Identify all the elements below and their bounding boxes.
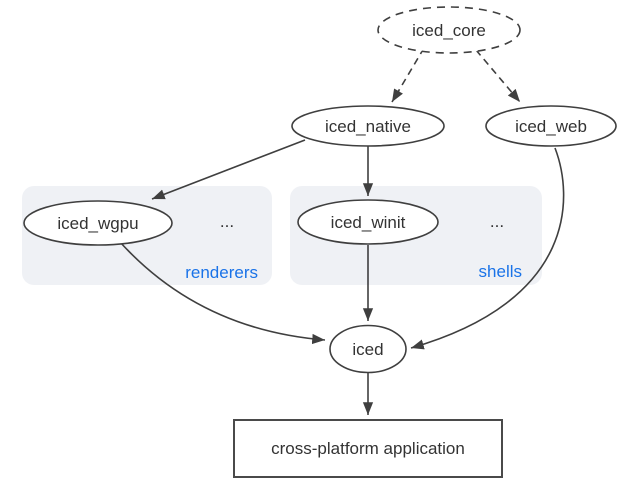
node-iced-core: iced_core [377, 6, 521, 54]
node-iced-web: iced_web [485, 105, 617, 147]
shells-label: shells [479, 262, 522, 281]
node-app-label: cross-platform application [271, 439, 465, 458]
node-iced-native-shape [291, 105, 445, 147]
node-iced-wgpu: iced_wgpu [23, 200, 173, 246]
shells-ellipsis: ... [490, 212, 504, 231]
edge-native-to-wgpu [151, 139, 306, 200]
renderers-label: renderers [185, 263, 258, 282]
node-iced-winit-label: iced_winit [331, 213, 406, 232]
node-iced: iced [329, 324, 407, 374]
node-app-shape [233, 419, 503, 478]
edge-web-to-iced [410, 147, 565, 350]
node-iced-wgpu-shape [23, 200, 173, 246]
node-iced-native-label: iced_native [325, 117, 411, 136]
edge-core-to-web [475, 49, 521, 103]
renderers-ellipsis: ... [220, 212, 234, 231]
node-app: cross-platform application [233, 419, 503, 478]
node-iced-shape [329, 324, 407, 374]
node-iced-label: iced [352, 340, 383, 359]
edge-core-to-native [391, 47, 425, 103]
node-iced-native: iced_native [291, 105, 445, 147]
node-iced-core-label: iced_core [412, 21, 486, 40]
node-iced-web-shape [485, 105, 617, 147]
node-iced-winit: iced_winit [297, 199, 439, 245]
edge-wgpu-to-iced [119, 241, 326, 345]
node-iced-wgpu-label: iced_wgpu [57, 214, 138, 233]
node-iced-winit-shape [297, 199, 439, 245]
node-iced-core-shape [377, 6, 521, 54]
node-iced-web-label: iced_web [515, 117, 587, 136]
